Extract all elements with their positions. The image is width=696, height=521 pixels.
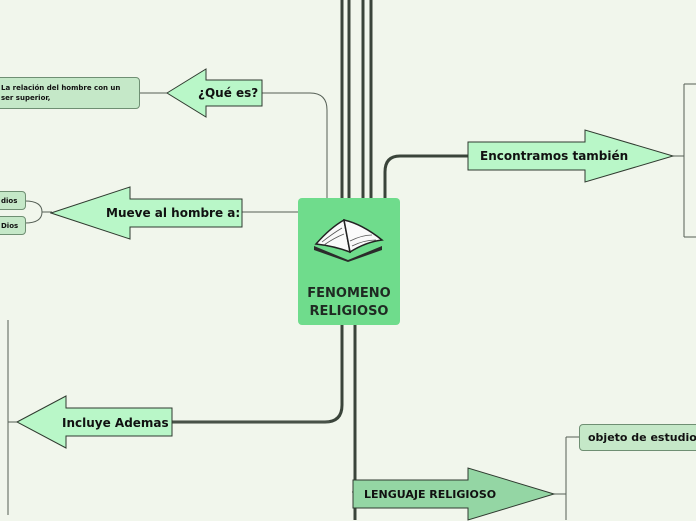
topic-encontramos-label: Encontramos también: [480, 149, 629, 163]
subtopic-dios-2-label: Dios: [1, 222, 19, 230]
central-topic[interactable]: FENOMENO RELIGIOSO: [298, 198, 400, 325]
subtopic-dios-1[interactable]: dios: [0, 191, 26, 210]
topic-que-es-label: ¿Qué es?: [198, 86, 259, 100]
topic-encontramos[interactable]: Encontramos también: [467, 129, 675, 183]
subtopic-objeto[interactable]: objeto de estudio y: [579, 424, 696, 451]
topic-mueve[interactable]: Mueve al hombre a:: [50, 186, 244, 240]
subtopic-dios-2[interactable]: Dios: [0, 216, 26, 235]
arrow-shape: [467, 129, 675, 183]
topic-incluye-label: Incluye Ademas: [62, 416, 169, 430]
subtopic-relacion-label: La relación del hombre con un ser superi…: [1, 84, 121, 102]
topic-mueve-label: Mueve al hombre a:: [106, 206, 241, 220]
topic-lenguaje[interactable]: LENGUAJE RELIGIOSO: [352, 467, 556, 521]
subtopic-relacion[interactable]: La relación del hombre con un ser superi…: [0, 77, 140, 109]
topic-incluye[interactable]: Incluye Ademas: [16, 395, 174, 449]
arrow-shape: [352, 467, 556, 521]
open-book-icon: [314, 218, 384, 262]
topic-lenguaje-label: LENGUAJE RELIGIOSO: [364, 488, 497, 501]
arrow-shape: [50, 186, 243, 240]
topic-que-es[interactable]: ¿Qué es?: [166, 68, 264, 118]
arrow-shape: [16, 395, 173, 449]
arrow-shape: [166, 68, 263, 118]
subtopic-objeto-label: objeto de estudio y: [588, 431, 696, 444]
subtopic-dios-1-label: dios: [1, 197, 18, 205]
central-title: FENOMENO RELIGIOSO: [307, 286, 391, 319]
